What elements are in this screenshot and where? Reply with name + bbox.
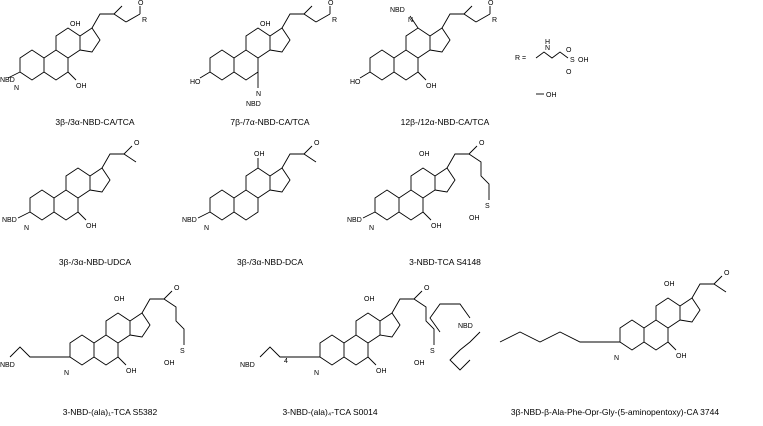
atom-oh: OH bbox=[254, 151, 265, 158]
atom-o: O bbox=[134, 140, 140, 147]
atom-n: N bbox=[204, 225, 209, 232]
structure-3-nbd-tca: NBD N OH OH O S OH bbox=[347, 140, 490, 232]
atom-ho: HO bbox=[350, 79, 361, 86]
atom-oh: OH bbox=[70, 21, 81, 28]
caption-compound-9: 3β-NBD-β-Ala-Phe-Opr-Gly-(5-aminopentoxy… bbox=[510, 407, 720, 417]
atom-r: R bbox=[492, 17, 497, 24]
caption-compound-2: 7β-/7α-NBD-CA/TCA bbox=[230, 117, 310, 127]
atom-nbd: NBD bbox=[182, 217, 197, 224]
atom-oh: OH bbox=[469, 215, 480, 222]
atom-n: N bbox=[256, 91, 261, 98]
caption-compound-3: 12β-/12α-NBD-CA/TCA bbox=[400, 117, 490, 127]
structure-3744: NBD N OH OH O bbox=[429, 270, 730, 371]
atom-n: N bbox=[408, 17, 413, 24]
atom-oh: OH bbox=[664, 281, 675, 288]
structure-3-nbd-udca: NBD N OH O bbox=[2, 140, 140, 232]
atom-o: O bbox=[138, 0, 144, 7]
atom-nbd: NBD bbox=[0, 77, 15, 84]
atom-s: S bbox=[180, 348, 185, 355]
structure-3-nbd-dca: NBD N OH O bbox=[182, 140, 320, 232]
atom-oh: OH bbox=[86, 223, 97, 230]
atom-o: O bbox=[328, 0, 334, 7]
atom-oh: OH bbox=[364, 296, 375, 303]
atom-oh: OH bbox=[431, 223, 442, 230]
caption-compound-1: 3β-/3α-NBD-CA/TCA bbox=[55, 117, 135, 127]
atom-o: O bbox=[314, 140, 320, 147]
structure-3-nbd-ala1-tca: NBD N OH OH O S OH bbox=[0, 285, 185, 377]
atom-nbd: NBD bbox=[390, 7, 405, 14]
structure-3-nbd-ala4-tca: NBD N 4 OH OH O S OH bbox=[240, 285, 435, 377]
atom-n: N bbox=[64, 370, 69, 377]
atom-o: O bbox=[488, 0, 494, 7]
atom-o: O bbox=[479, 140, 485, 147]
atom-oh: OH bbox=[419, 151, 430, 158]
atom-o: O bbox=[566, 69, 572, 76]
atom-s: S bbox=[570, 57, 575, 64]
atom-oh: OH bbox=[114, 296, 125, 303]
atom-oh: OH bbox=[578, 57, 589, 64]
r-prefix: R = bbox=[515, 55, 526, 62]
structure-7-nbd-ca: HO N NBD OH O R bbox=[190, 0, 337, 108]
caption-compound-7: 3-NBD-(ala)₁-TCA S5382 bbox=[62, 407, 158, 417]
atom-n: N bbox=[545, 45, 550, 52]
atom-oh: OH bbox=[76, 83, 87, 90]
r-group-definition: R = N H S O O OH OH bbox=[515, 39, 589, 99]
atom-s: S bbox=[430, 348, 435, 355]
atom-h: H bbox=[545, 39, 550, 46]
atom-oh: OH bbox=[414, 360, 425, 367]
atom-r: R bbox=[332, 17, 337, 24]
atom-oh: OH bbox=[676, 353, 687, 360]
atom-nbd: NBD bbox=[240, 362, 255, 369]
atom-n: N bbox=[314, 370, 319, 377]
atom-nbd: NBD bbox=[347, 217, 362, 224]
atom-oh: OH bbox=[260, 21, 271, 28]
atom-nbd: NBD bbox=[0, 362, 15, 369]
atom-oh: OH bbox=[426, 83, 437, 90]
atom-n: N bbox=[24, 225, 29, 232]
atom-oh: OH bbox=[164, 360, 175, 367]
atom-o: O bbox=[174, 285, 180, 292]
atom-oh: OH bbox=[376, 368, 387, 375]
caption-compound-8: 3-NBD-(ala)₄-TCA S0014 bbox=[282, 407, 378, 417]
atom-nbd: NBD bbox=[246, 101, 261, 108]
caption-compound-6: 3-NBD-TCA S4148 bbox=[409, 257, 481, 267]
atom-nbd: NBD bbox=[458, 323, 473, 330]
atom-oh: OH bbox=[126, 368, 137, 375]
structure-3-nbd-ca: NBD N OH OH O R bbox=[0, 0, 147, 92]
atom-n: N bbox=[14, 85, 19, 92]
atom-o: O bbox=[724, 270, 730, 277]
atom-o: O bbox=[424, 285, 430, 292]
structure-12-nbd-ca: HO OH NBD N O R bbox=[350, 0, 497, 90]
caption-compound-4: 3β-/3α-NBD-UDCA bbox=[58, 257, 132, 267]
atom-nbd: NBD bbox=[2, 217, 17, 224]
atom-r: R bbox=[142, 17, 147, 24]
caption-compound-5: 3β-/3α-NBD-DCA bbox=[236, 257, 303, 267]
atom-s: S bbox=[485, 203, 490, 210]
atom-ho: HO bbox=[190, 79, 201, 86]
atom-sub: 4 bbox=[284, 358, 288, 365]
atom-o: O bbox=[566, 47, 572, 54]
atom-n: N bbox=[369, 225, 374, 232]
r-option-oh: OH bbox=[546, 92, 557, 99]
atom-n: N bbox=[614, 355, 619, 362]
